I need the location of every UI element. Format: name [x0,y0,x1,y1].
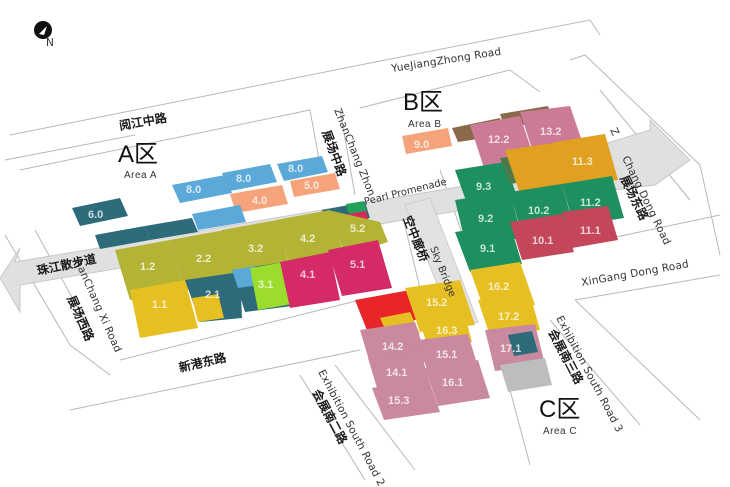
hall-a80c [277,156,328,181]
hall-b-orange-mid [505,142,570,194]
road-z-letter: Z [607,126,621,138]
hall-label-6-0: 6.0 [88,209,103,221]
hall-label-4-0: 4.0 [252,195,267,207]
hall-label-9-0: 9.0 [414,139,429,151]
hall-label-11-1: 11.1 [580,225,601,237]
hall-label-5-0: 5.0 [304,180,319,192]
road-xingang-en: XinGang Dong Road [580,258,689,289]
area-a-title: A区 [118,141,158,168]
hall-label-2-1: 2.1 [205,289,220,301]
hall-label-13-2: 13.2 [540,126,561,138]
hall-a-teal-mid [145,218,198,240]
road-yuejiang-en: YueJiangZhong Road [390,46,502,75]
hall-label-15-3: 15.3 [388,395,409,407]
hall-label-8-0c: 8.0 [288,163,303,175]
hall-c140 [372,378,440,420]
hall-b90 [402,128,452,154]
hall-label-9-2: 9.2 [478,213,493,225]
hall-label-11-2: 11.2 [580,197,601,209]
hall-label-14-2: 14.2 [382,341,403,353]
area-a-subtitle: Area A [124,170,157,181]
road-yuejiang-cn: 阅江中路 [118,110,169,133]
hall-a50 [290,173,340,197]
hall-label-1-2: 1.2 [140,261,155,273]
area-b-title: B区 [403,89,443,116]
hall-b113 [555,134,618,188]
hall-label-10-2: 10.2 [528,205,549,217]
hall-label-17-1: 17.1 [500,343,521,355]
hall-label-16-3: 16.3 [436,325,457,337]
road-outlines [4,19,721,481]
area-b-halls [402,106,624,272]
hall-label-12-2: 12.2 [488,134,509,146]
area-b-subtitle: Area B [408,119,442,130]
compass-label: N [46,37,54,49]
hall-label-10-1: 10.1 [532,235,553,247]
hall-label-14-1: 14.1 [386,367,407,379]
hall-label-5-1: 5.1 [350,259,365,271]
hall-a21-yellow [192,294,224,322]
hall-a31-lime [250,262,292,310]
hall-a80a [172,175,232,203]
hall-label-16-2: 16.2 [488,281,509,293]
hall-a40 [230,185,288,213]
hall-label-17-2: 17.2 [498,311,519,323]
hall-label-2-2: 2.2 [196,253,211,265]
hall-a80b [222,164,277,191]
hall-label-5-2: 5.2 [350,223,365,235]
hall-b91 [455,224,522,272]
hall-b111 [562,206,618,248]
hall-a11 [130,280,198,338]
hall-a-blue-mid [192,205,246,230]
hall-c-grey [500,358,552,392]
hall-label-3-1: 3.1 [258,279,273,291]
hall-label-15-1: 15.1 [436,349,457,361]
hall-label-1-1: 1.1 [152,299,167,311]
hall-label-9-1: 9.1 [480,243,495,255]
hall-label-15-2: 15.2 [426,297,447,309]
compass-icon [34,21,52,39]
hall-label-8-0b: 8.0 [236,173,251,185]
hall-a41 [280,252,340,308]
hall-c151 [425,360,490,406]
hall-labels: 6.0 8.0 8.0 8.0 4.0 5.0 1.2 2.2 3.2 4.2 … [88,126,601,407]
hall-a60 [72,198,128,226]
hall-label-4-2: 4.2 [300,233,315,245]
hall-label-16-1: 16.1 [442,377,463,389]
hall-a-green-corner [346,201,367,215]
hall-label-8-0a: 8.0 [186,184,201,196]
hall-c152 [355,290,420,338]
hall-label-4-1: 4.1 [300,269,315,281]
road-xingang-cn: 新港东路 [177,349,228,375]
hall-a51 [328,240,392,296]
hall-label-3-2: 3.2 [248,243,263,255]
hall-label-11-3: 11.3 [572,156,593,168]
hall-a-teal-left [95,226,150,249]
hall-b101 [510,214,574,260]
area-a-halls [72,156,392,338]
hall-label-9-3: 9.3 [476,181,491,193]
area-c-subtitle: Area C [543,426,577,437]
area-c-halls [355,262,552,420]
area-c-title: C区 [539,396,580,423]
hall-c171-teal [508,331,538,356]
